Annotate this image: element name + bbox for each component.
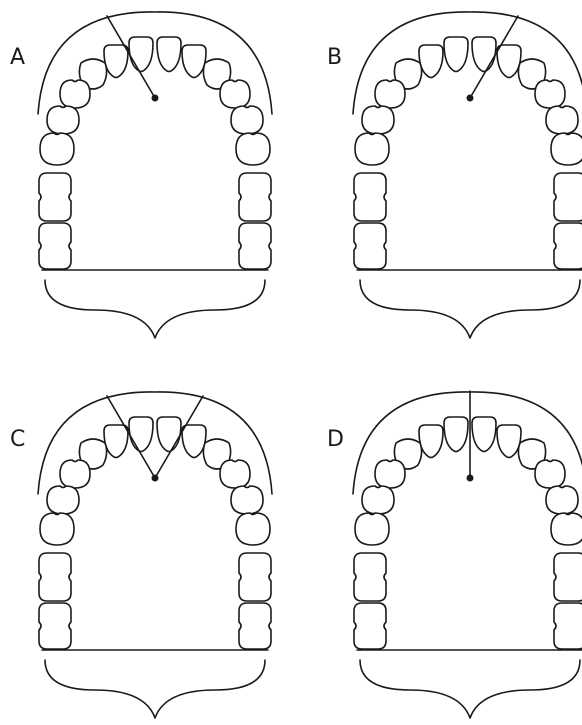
tooth	[472, 37, 496, 72]
tooth	[546, 486, 578, 514]
tooth	[419, 425, 443, 458]
tooth	[104, 425, 128, 458]
tooth	[354, 223, 386, 269]
tooth	[362, 486, 394, 514]
tooth	[39, 603, 71, 649]
tooth	[554, 223, 582, 269]
panel-b: B	[327, 12, 582, 338]
tooth	[39, 553, 71, 601]
tooth	[239, 173, 271, 221]
tooth	[129, 37, 153, 72]
panel-label-a: A	[10, 45, 25, 70]
tooth	[354, 553, 386, 601]
tooth	[220, 460, 250, 488]
tooth	[551, 133, 582, 165]
tooth	[40, 513, 74, 545]
tooth	[220, 80, 250, 108]
tooth	[535, 80, 565, 108]
tooth	[375, 460, 405, 488]
tooth	[236, 513, 270, 545]
tooth	[354, 173, 386, 221]
tooth	[497, 425, 521, 458]
tooth	[239, 223, 271, 269]
panel-d: D	[327, 391, 582, 718]
tooth	[129, 417, 153, 452]
panel-a: A	[10, 12, 272, 338]
panel-c: C	[10, 392, 272, 718]
tooth	[444, 37, 468, 72]
tooth	[239, 553, 271, 601]
tooth	[40, 133, 74, 165]
tooth	[39, 223, 71, 269]
tooth	[39, 173, 71, 221]
tooth	[554, 553, 582, 601]
tooth	[231, 486, 263, 514]
brace	[45, 660, 265, 718]
tooth	[236, 133, 270, 165]
tooth	[497, 45, 521, 78]
tooth	[354, 603, 386, 649]
tooth	[472, 417, 496, 452]
tooth	[47, 106, 79, 134]
tooth	[47, 486, 79, 514]
tooth	[60, 80, 90, 108]
brace	[360, 660, 580, 718]
panel-label-d: D	[327, 427, 344, 452]
tooth	[535, 460, 565, 488]
tooth	[375, 80, 405, 108]
tooth	[355, 133, 389, 165]
tooth	[157, 417, 181, 452]
tooth	[551, 513, 582, 545]
panel-label-b: B	[327, 45, 342, 70]
tooth	[157, 37, 181, 72]
brace	[45, 280, 265, 338]
tooth	[182, 425, 206, 458]
brace	[360, 280, 580, 338]
tooth	[546, 106, 578, 134]
tooth	[355, 513, 389, 545]
tooth	[554, 173, 582, 221]
tooth	[362, 106, 394, 134]
panel-label-c: C	[10, 427, 25, 452]
tooth	[60, 460, 90, 488]
tooth	[182, 45, 206, 78]
tooth	[239, 603, 271, 649]
tooth	[231, 106, 263, 134]
tooth	[444, 417, 468, 452]
tooth	[554, 603, 582, 649]
tooth	[419, 45, 443, 78]
tooth	[104, 45, 128, 78]
